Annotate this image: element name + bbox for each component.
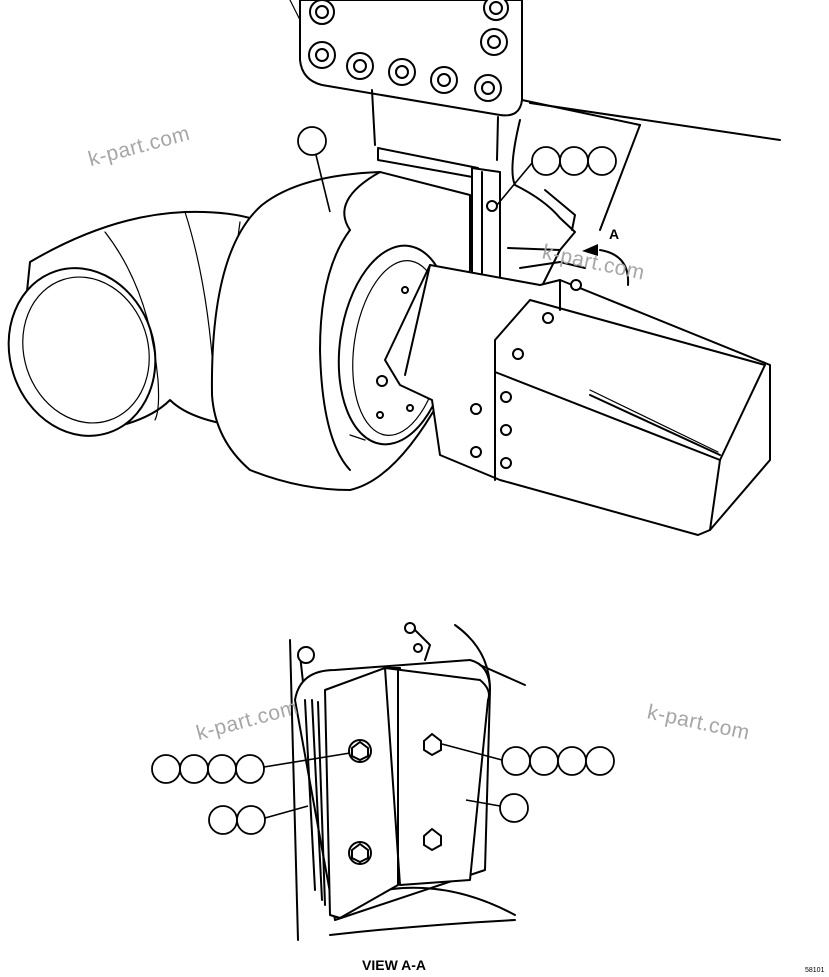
callout-bolts-top	[496, 146, 617, 206]
exhaust-outlet-pipe	[376, 264, 771, 536]
view-arrow-a	[582, 244, 630, 286]
callout-left-2	[208, 805, 309, 835]
plate-bolts	[308, 0, 509, 102]
view-label: VIEW A-A	[362, 957, 427, 973]
upper-mounting-plate	[289, 0, 781, 231]
view-a-a-detail	[289, 622, 526, 941]
figure-number: 58101	[805, 967, 825, 974]
callout-right-1	[465, 793, 529, 823]
callout-muffler	[297, 126, 331, 213]
callout-right-4	[441, 743, 615, 776]
view-arrow-label: A	[609, 226, 620, 242]
callout-left-4	[151, 752, 351, 784]
